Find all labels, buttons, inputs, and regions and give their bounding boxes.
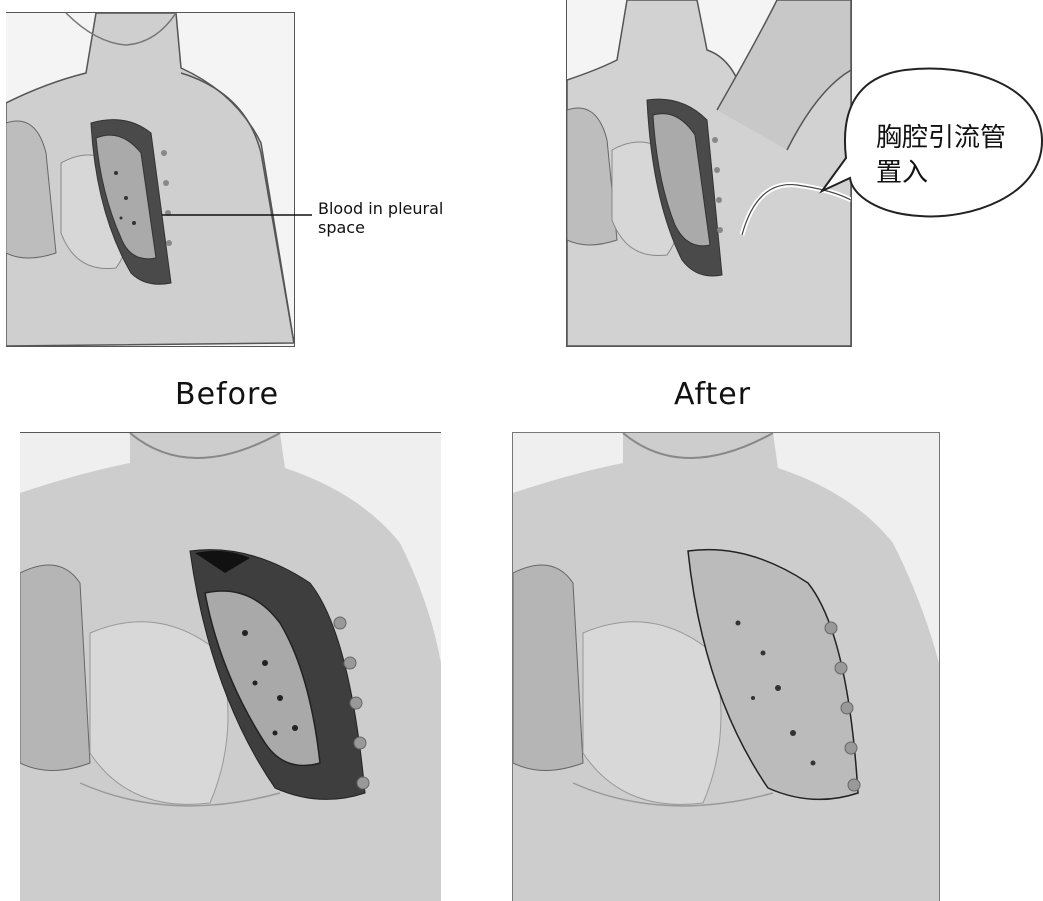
chest-tube-label: 胸腔引流管置入 bbox=[876, 121, 1026, 191]
after-caption: After bbox=[674, 377, 751, 412]
chest-illustration bbox=[6, 13, 294, 346]
chest-tube-illustration bbox=[567, 0, 851, 346]
before-chest-cross-section bbox=[20, 433, 441, 901]
before-large-illustration bbox=[20, 432, 441, 901]
before-caption: Before bbox=[175, 377, 279, 412]
after-chest-cross-section bbox=[513, 433, 939, 901]
blood-callout-label: Blood in pleural space bbox=[318, 199, 448, 237]
before-small-illustration bbox=[6, 12, 295, 347]
after-large-illustration bbox=[512, 432, 940, 901]
callout-leader-line bbox=[162, 205, 322, 225]
